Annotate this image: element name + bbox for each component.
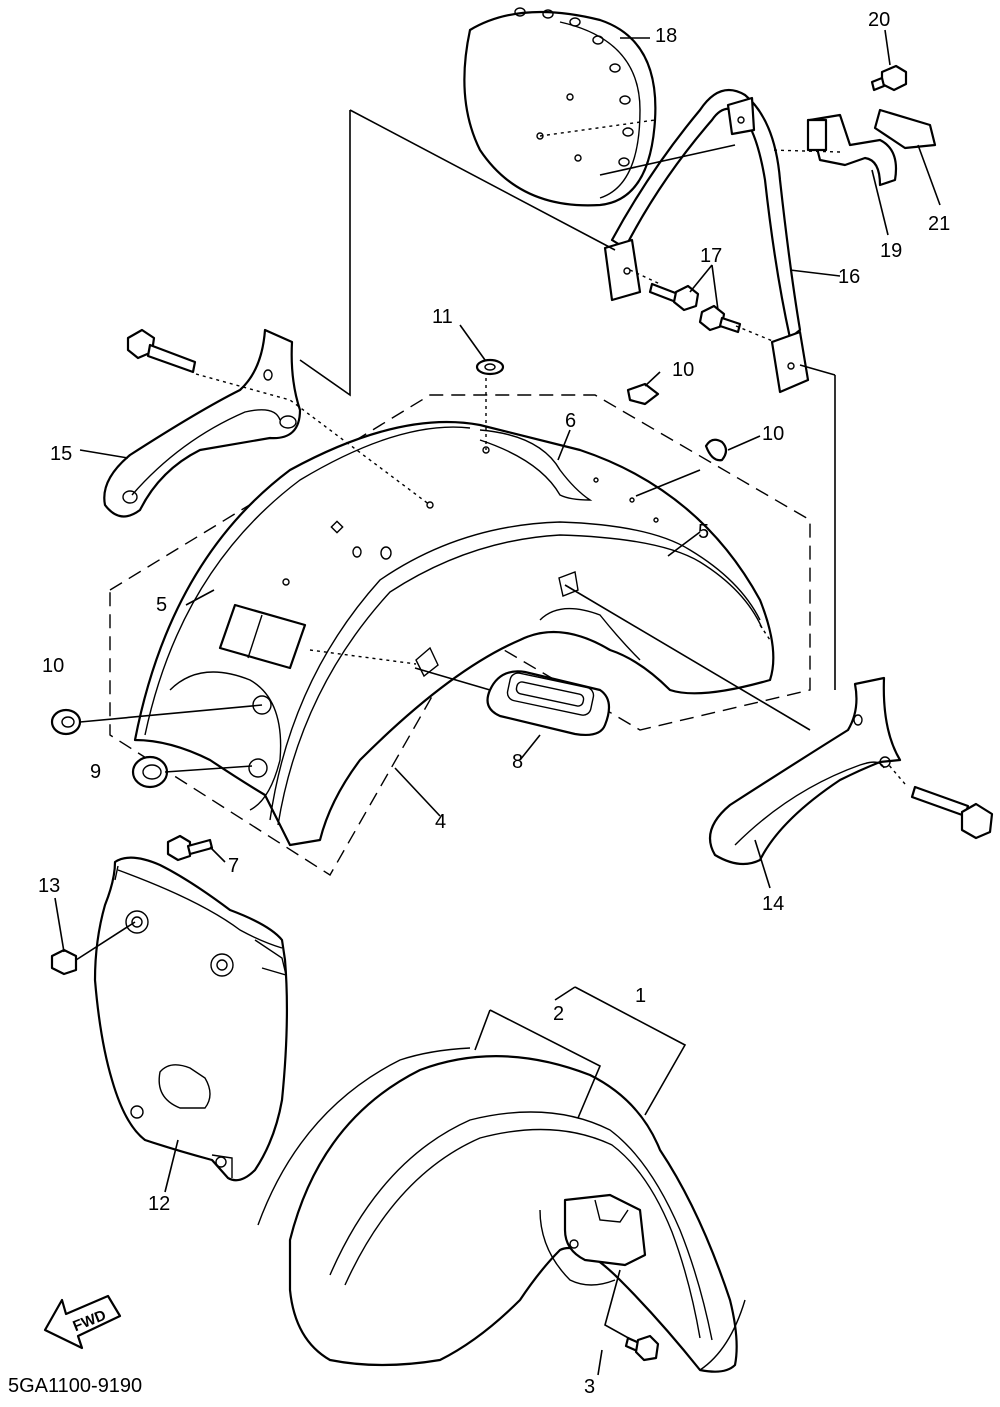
grommet-10c <box>50 708 82 736</box>
callout-labels: 18 20 21 19 16 17 11 10 10 6 5 5 10 9 7 … <box>38 9 950 1398</box>
callout-4: 4 <box>435 811 446 833</box>
long-bolt-left <box>126 328 197 374</box>
drawing-code: 5GA1100-9190 <box>8 1375 142 1397</box>
callout-5a: 5 <box>156 594 167 616</box>
rubber-pad <box>873 108 937 150</box>
assembly-lines <box>195 109 906 785</box>
backrest-bar <box>603 88 810 394</box>
side-bar-left <box>103 328 302 518</box>
rear-fender <box>133 420 775 847</box>
callout-13: 13 <box>38 875 60 897</box>
callout-21: 21 <box>928 213 950 235</box>
grommet-9 <box>131 755 169 789</box>
callout-10a: 10 <box>672 359 694 381</box>
bolt-13 <box>50 948 78 976</box>
long-bolt-right <box>910 785 994 840</box>
callout-17: 17 <box>700 245 722 267</box>
backrest-pad <box>463 7 657 207</box>
bolt-17a <box>648 282 700 312</box>
callout-18: 18 <box>655 25 677 47</box>
callout-6: 6 <box>565 410 576 432</box>
washer-11 <box>475 358 505 376</box>
leader-lines <box>54 29 941 1376</box>
callout-9: 9 <box>90 761 101 783</box>
fender-bracket <box>563 1193 647 1267</box>
callout-20: 20 <box>868 9 890 31</box>
callout-2: 2 <box>553 1003 564 1025</box>
small-bolt <box>870 64 908 92</box>
callout-12: 12 <box>148 1193 170 1215</box>
side-plate <box>93 856 289 1182</box>
assembly-boundary <box>109 394 811 876</box>
front-fender <box>257 1047 746 1373</box>
bolt-7 <box>166 834 214 862</box>
grommet-10a <box>626 382 660 406</box>
bolt-3 <box>624 1334 660 1362</box>
grommet-10b <box>704 438 728 462</box>
callout-14: 14 <box>762 893 784 915</box>
callout-11: 11 <box>432 306 453 328</box>
callout-7: 7 <box>228 855 239 877</box>
callout-16: 16 <box>838 266 860 288</box>
bolt-17b <box>698 304 742 334</box>
center-strip <box>479 429 593 501</box>
callout-3: 3 <box>584 1376 595 1398</box>
callout-5b: 5 <box>698 521 709 543</box>
callout-10b: 10 <box>762 423 784 445</box>
callout-8: 8 <box>512 751 523 773</box>
callout-19: 19 <box>880 240 902 262</box>
side-bar-right <box>708 676 902 866</box>
callout-10c: 10 <box>42 655 64 677</box>
callout-15: 15 <box>50 443 72 465</box>
lamp-seat <box>486 670 611 737</box>
fwd-arrow-icon: FWD <box>43 1294 122 1350</box>
bracket <box>806 113 898 187</box>
callout-1: 1 <box>635 985 646 1007</box>
